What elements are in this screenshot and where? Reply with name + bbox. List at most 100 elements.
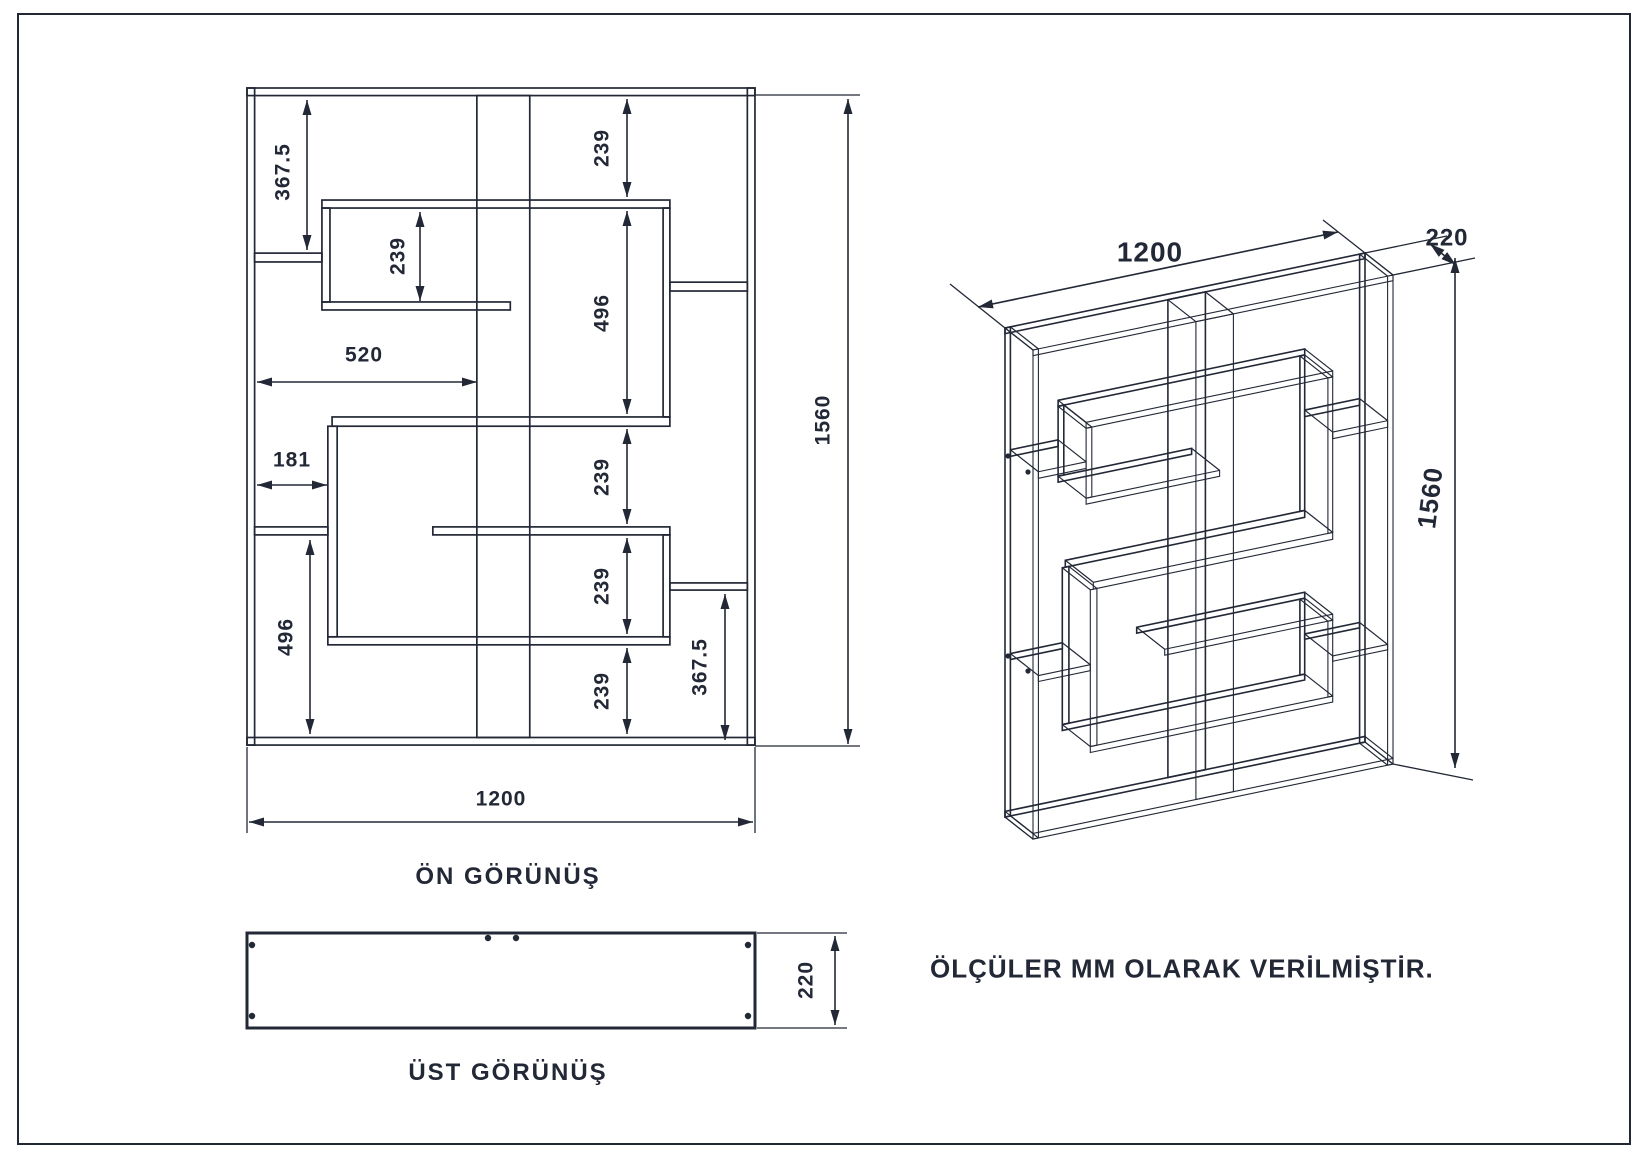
dim-arrow [622,509,632,524]
dim-arrow [257,480,272,490]
front-panel-mid-shelf [331,416,671,428]
iso-panel-front-upper-box-top [1057,347,1306,408]
extension-line [1392,763,1474,781]
dim-label: 239 [387,237,410,275]
front-panel-left-shelf-lower [253,526,329,536]
iso-panel-front-lower-shelf [1061,673,1306,732]
connector-hole [512,934,520,942]
dim-label: 1200 [1117,236,1183,267]
dim-label: 239 [591,672,614,710]
iso-panel-back-left-side [1032,348,1039,840]
iso-depth-edge [1359,398,1388,422]
iso-panel-front-right-shelf-upper [1303,397,1361,418]
iso-panel-front-left-shelf-lower [1009,641,1064,661]
dim-label: 496 [275,618,298,656]
connector-hole [744,1012,752,1020]
dim-arrow [622,211,632,226]
dim-arrow [1450,258,1460,273]
dim-arrow [415,286,425,301]
dim-arrow [622,99,632,114]
dim-label: 520 [345,344,383,367]
iso-depth-edge [1191,447,1220,471]
iso-depth-edge [1364,735,1394,759]
dim-arrow [622,429,632,444]
front-panel-lower-box-right [662,534,671,638]
iso-panel-back-upper-box-top [1085,370,1334,429]
extension-line [1322,219,1366,254]
units-note: ÖLÇÜLER MM OLARAK VERİLMİŞTİR. [930,953,1434,984]
dim-arrow [843,729,853,744]
dim-arrow [462,377,477,387]
iso-depth-edge [1364,252,1394,276]
dim-arrow [720,594,730,609]
dim-arrow [622,399,632,414]
dim-arrow [720,725,730,740]
extension-line [1364,235,1448,254]
front-panel-top-rail [246,87,756,97]
front-panel-upper-box-top [321,199,671,209]
iso-depth-edge [1304,597,1334,621]
dim-arrow [843,99,853,114]
iso-panel-back-upper-tongue [1085,469,1221,505]
dim-label: 1200 [476,788,527,811]
front-panel-right-side [746,87,756,746]
front-panel-lower-shelf [327,635,671,646]
iso-depth-edge [1136,626,1166,650]
dim-arrow [305,540,315,555]
page-border [17,13,1631,1145]
iso-depth-edge [1304,409,1334,433]
iso-depth-edge [1057,475,1087,499]
dim-label: 220 [1425,224,1468,251]
dim-arrow [257,377,272,387]
iso-panel-back-right-side [1387,274,1394,766]
connector-hole [1025,469,1031,475]
dim-label: 239 [591,458,614,496]
dim-arrow [415,212,425,227]
dim-arrow [305,719,315,734]
iso-depth-edge [1299,355,1329,379]
iso-panel-back-upper-box-right [1327,376,1334,535]
extension-line [949,283,1006,329]
dim-arrow [738,817,753,827]
iso-panel-back-right-shelf-lower [1332,643,1389,662]
iso-panel-back-right-shelf-upper [1332,419,1389,440]
front-panel-left-shelf-upper [253,252,323,263]
dim-line [977,231,1339,308]
dim-arrow [302,100,312,115]
connector-hole [1025,668,1031,674]
iso-depth-edge [1064,559,1094,583]
iso-depth-edge [1167,299,1197,323]
iso-panel-front-right-shelf-lower [1303,621,1361,641]
dim-arrow [1450,753,1460,768]
iso-panel-back-lower-tongue [1164,613,1334,656]
front-view-title: ÖN GÖRÜNÜŞ [415,863,601,890]
iso-depth-edge [1004,327,1034,351]
iso-depth-edge [1061,724,1091,748]
dim-label: 239 [591,129,614,167]
iso-panel-back-mid-shelf [1092,531,1334,590]
connector-hole [484,934,492,942]
iso-depth-edge [1364,741,1394,765]
dim-label: 367.5 [689,638,712,696]
iso-panel-front-top-rail [1004,252,1366,335]
iso-depth-edge [1359,742,1388,766]
iso-depth-edge [1004,816,1034,840]
iso-panel-back-left-shelf-lower [1037,664,1091,683]
front-panel-left-side [246,87,256,746]
iso-depth-edge [1010,326,1039,350]
iso-depth-edge [1359,253,1388,277]
dim-arrow [622,648,632,663]
iso-depth-edge [1010,815,1039,839]
dim-arrow [622,182,632,197]
dim-label: 1560 [812,395,835,446]
front-panel-upper-tongue [321,301,512,311]
iso-panel-front-bottom-rail [1004,735,1366,819]
iso-panel-front-left-shelf-upper [1009,438,1059,458]
dim-label: 181 [273,449,311,472]
dim-arrow [312,480,327,490]
iso-depth-edge [1304,673,1334,697]
dim-label: 1560 [1411,465,1448,530]
dim-arrow [830,936,840,951]
